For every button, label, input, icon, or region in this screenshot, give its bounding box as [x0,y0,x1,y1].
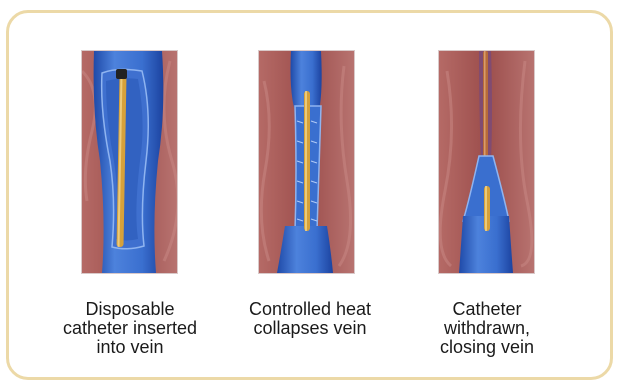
illustration-catheter-withdrawn [439,51,534,273]
caption-line: catheter inserted [45,319,215,338]
caption-heat-collapse: Controlled heat collapses vein [225,300,395,338]
caption-line: closing vein [402,338,572,357]
caption-line: withdrawn, [402,319,572,338]
illustration-heat-collapse [259,51,354,273]
caption-line: Catheter [402,300,572,319]
caption-catheter-withdrawn: Catheter withdrawn, closing vein [402,300,572,357]
caption-line: Controlled heat [225,300,395,319]
illustration-catheter-inserted [82,51,177,273]
caption-line: collapses vein [225,319,395,338]
caption-catheter-inserted: Disposable catheter inserted into vein [45,300,215,357]
caption-line: into vein [45,338,215,357]
caption-line: Disposable [45,300,215,319]
